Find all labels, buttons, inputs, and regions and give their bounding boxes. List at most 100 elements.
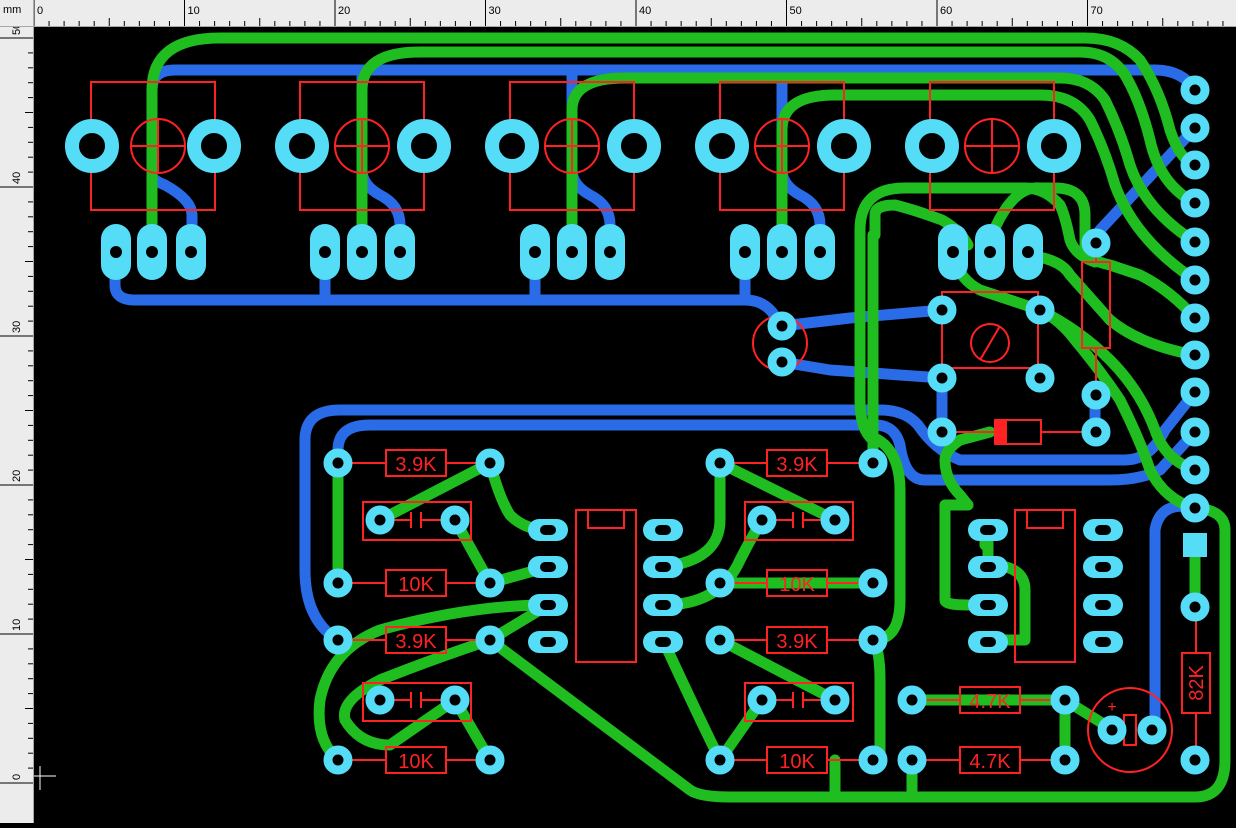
resistor-r5-label: 3.9K	[776, 454, 818, 476]
round-pad[interactable]	[1180, 265, 1210, 295]
round-pad[interactable]	[897, 745, 927, 775]
round-pad[interactable]	[820, 685, 850, 715]
round-pad[interactable]	[897, 685, 927, 715]
ruler-y-label: 0	[11, 774, 23, 780]
pot-large-pad[interactable]	[397, 119, 451, 173]
ruler-x-label: 70	[1091, 5, 1103, 17]
pot-large-pad[interactable]	[65, 119, 119, 173]
round-pad[interactable]	[858, 568, 888, 598]
ic2-notch	[1026, 509, 1064, 529]
pot-large-pad[interactable]	[1027, 119, 1081, 173]
round-pad[interactable]	[705, 568, 735, 598]
round-pad[interactable]	[1180, 745, 1210, 775]
round-pad[interactable]	[1180, 455, 1210, 485]
round-pad[interactable]	[475, 448, 505, 478]
bottom-trace	[109, 249, 788, 332]
drill-hole	[655, 562, 671, 572]
drill-hole	[739, 246, 751, 258]
round-pad[interactable]	[440, 685, 470, 715]
round-pad[interactable]	[767, 347, 797, 377]
round-pad[interactable]	[1180, 340, 1210, 370]
round-pad[interactable]	[1180, 303, 1210, 333]
round-pad[interactable]	[1025, 363, 1055, 393]
ruler-x-label: 60	[940, 5, 952, 17]
pads-layer	[65, 75, 1210, 775]
ruler-y-label: 40	[11, 172, 23, 184]
pot-large-pad[interactable]	[275, 119, 329, 173]
round-pad[interactable]	[323, 568, 353, 598]
ruler-unit-label: mm	[3, 4, 22, 16]
round-pad[interactable]	[1180, 592, 1210, 622]
pot-large-pad[interactable]	[905, 119, 959, 173]
round-pad[interactable]	[1180, 113, 1210, 143]
round-pad[interactable]	[1081, 417, 1111, 447]
round-pad[interactable]	[1081, 228, 1111, 258]
round-pad[interactable]	[365, 505, 395, 535]
round-pad[interactable]	[1137, 715, 1167, 745]
round-pad[interactable]	[1050, 685, 1080, 715]
round-pad[interactable]	[927, 363, 957, 393]
round-pad[interactable]	[440, 505, 470, 535]
drill-hole	[980, 525, 996, 535]
drill-hole	[947, 246, 959, 258]
square-pad[interactable]	[1183, 533, 1207, 557]
round-pad[interactable]	[475, 568, 505, 598]
round-pad[interactable]	[705, 448, 735, 478]
drill-hole	[110, 246, 122, 258]
round-pad[interactable]	[323, 745, 353, 775]
drill-hole	[540, 600, 556, 610]
round-pad[interactable]	[858, 448, 888, 478]
round-pad[interactable]	[1180, 227, 1210, 257]
round-pad[interactable]	[858, 745, 888, 775]
ruler-y-label: 10	[11, 619, 23, 631]
drill-hole	[529, 246, 541, 258]
round-pad[interactable]	[820, 505, 850, 535]
round-pad[interactable]	[1050, 745, 1080, 775]
pot-large-pad[interactable]	[187, 119, 241, 173]
round-pad[interactable]	[858, 625, 888, 655]
round-pad[interactable]	[1180, 417, 1210, 447]
resistor-r11-label: 82K	[1186, 665, 1208, 701]
round-pad[interactable]	[323, 448, 353, 478]
resistor-r4-label: 10K	[398, 751, 434, 773]
round-pad[interactable]	[705, 745, 735, 775]
round-pad[interactable]	[1180, 150, 1210, 180]
round-pad[interactable]	[747, 505, 777, 535]
drill-hole	[185, 246, 197, 258]
drill-hole	[1095, 562, 1111, 572]
ruler-x-label: 0	[37, 5, 43, 17]
round-pad[interactable]	[927, 417, 957, 447]
pot-large-pad[interactable]	[695, 119, 749, 173]
round-pad[interactable]	[1081, 380, 1111, 410]
round-pad[interactable]	[927, 295, 957, 325]
round-pad[interactable]	[475, 745, 505, 775]
round-pad[interactable]	[323, 625, 353, 655]
round-pad[interactable]	[1180, 377, 1210, 407]
round-pad[interactable]	[747, 685, 777, 715]
round-pad[interactable]	[767, 311, 797, 341]
drill-hole	[655, 637, 671, 647]
capacitor-outline	[744, 682, 854, 722]
round-pad[interactable]	[1180, 188, 1210, 218]
pcb-board-canvas[interactable]: 3.9K 10K 3.9K 10K 3.9K 10K 3.9K 10K 4.7K…	[34, 27, 1236, 823]
drill-hole	[1022, 246, 1034, 258]
pot-large-pad[interactable]	[817, 119, 871, 173]
round-pad[interactable]	[1025, 295, 1055, 325]
round-pad[interactable]	[705, 625, 735, 655]
top-trace	[484, 502, 1231, 803]
round-pad[interactable]	[1180, 75, 1210, 105]
round-pad[interactable]	[475, 625, 505, 655]
pot-large-pad[interactable]	[485, 119, 539, 173]
drill-hole	[146, 246, 158, 258]
round-pad[interactable]	[1180, 493, 1210, 523]
drill-hole	[980, 637, 996, 647]
pot-large-pad[interactable]	[607, 119, 661, 173]
round-pad[interactable]	[365, 685, 395, 715]
top-trace	[374, 457, 496, 526]
round-pad[interactable]	[1097, 715, 1127, 745]
top-trace	[1034, 304, 1201, 476]
ruler-x-label: 30	[489, 5, 501, 17]
